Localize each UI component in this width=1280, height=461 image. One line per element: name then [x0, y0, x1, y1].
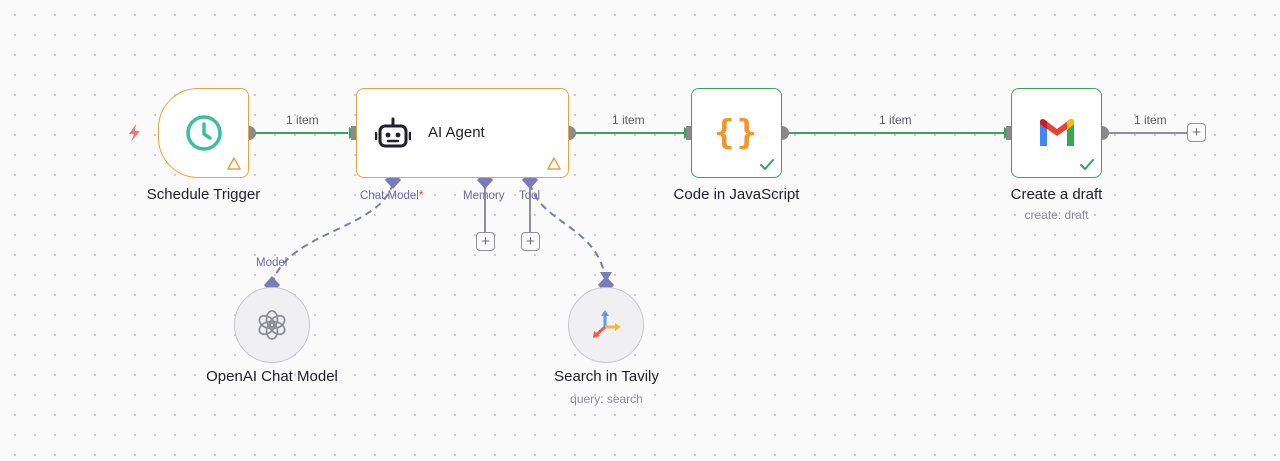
code-javascript-title: Code in JavaScript	[673, 186, 800, 203]
clock-icon	[185, 115, 222, 151]
chat-model-port-label: Chat Model*	[360, 190, 423, 202]
tavily-title: Search in Tavily	[554, 368, 659, 385]
openai-icon	[258, 310, 286, 340]
add-memory-button[interactable]: +	[476, 232, 495, 251]
connection-label-agent-code: 1 item	[612, 113, 645, 127]
gmail-subtitle: create: draft	[1024, 208, 1089, 222]
tavily-node[interactable]	[568, 287, 644, 363]
trigger-bolt-icon	[129, 124, 140, 142]
schedule-trigger-node[interactable]	[158, 88, 249, 178]
connection-label-gmail-out: 1 item	[1134, 113, 1167, 127]
ai-agent-title: AI Agent	[428, 124, 485, 141]
tavily-subtitle: query: search	[570, 392, 643, 406]
openai-chat-model-node[interactable]	[234, 287, 310, 363]
robot-icon	[375, 117, 411, 148]
ai-agent-node[interactable]	[356, 88, 569, 178]
connection-label-code-gmail: 1 item	[879, 113, 912, 127]
connection-tool-agent[interactable]	[529, 182, 607, 284]
input-handle[interactable]	[686, 126, 694, 140]
code-javascript-node[interactable]: {}	[691, 88, 782, 178]
model-port-label: Model	[256, 257, 288, 269]
add-next-node-button[interactable]: +	[1187, 123, 1206, 142]
gmail-title: Create a draft	[1010, 186, 1103, 203]
code-braces-icon: {}	[714, 113, 759, 153]
connection-label-trigger-agent: 1 item	[286, 113, 319, 127]
memory-port-label: Memory	[463, 190, 505, 202]
schedule-trigger-title: Schedule Trigger	[146, 186, 261, 203]
openai-chat-model-title: OpenAI Chat Model	[206, 368, 338, 385]
required-marker: *	[418, 190, 424, 202]
gmail-icon	[1039, 118, 1074, 146]
input-handle[interactable]	[351, 126, 359, 140]
connection-model-agent[interactable]	[271, 182, 394, 284]
warning-icon[interactable]	[227, 157, 241, 170]
tool-port-label: Tool	[519, 190, 541, 202]
add-tool-button[interactable]: +	[521, 232, 540, 251]
check-icon	[1080, 159, 1094, 170]
check-icon	[760, 159, 774, 170]
warning-icon[interactable]	[547, 157, 561, 170]
tavily-icon	[593, 310, 621, 338]
chat-model-label-text: Chat Model	[360, 190, 419, 202]
gmail-node[interactable]	[1011, 88, 1102, 178]
input-handle[interactable]	[1006, 126, 1014, 140]
